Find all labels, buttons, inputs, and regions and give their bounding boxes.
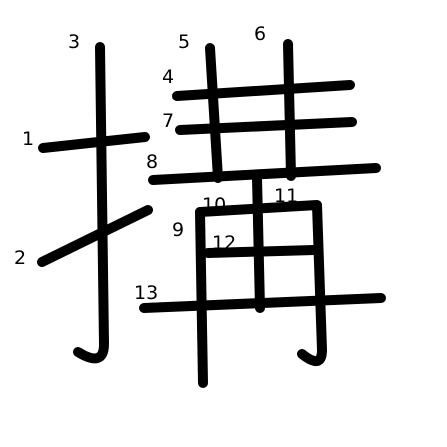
stroke-13 (139, 293, 386, 313)
stroke-9 (195, 207, 208, 388)
stroke-10-11 (195, 200, 327, 366)
stroke-inner-horizontal (203, 245, 319, 258)
stroke-6 (283, 39, 296, 181)
stroke-number-1: 1 (22, 128, 34, 150)
stroke-2 (37, 205, 153, 267)
stroke-number-11: 11 (274, 185, 298, 207)
stroke-1 (38, 132, 150, 153)
stroke-number-8: 8 (146, 151, 158, 173)
stroke-12 (252, 173, 265, 313)
stroke-number-10: 10 (202, 194, 226, 216)
stroke-number-3: 3 (68, 31, 80, 53)
character-strokes (37, 39, 386, 388)
stroke-number-7: 7 (162, 110, 174, 132)
stroke-number-6: 6 (254, 23, 266, 45)
stroke-number-labels: 1 2 3 4 5 6 7 8 9 10 11 12 13 (14, 23, 298, 304)
stroke-7 (175, 117, 357, 135)
stroke-number-12: 12 (212, 232, 236, 254)
stroke-3 (73, 42, 109, 364)
stroke-5 (205, 43, 223, 183)
stroke-number-2: 2 (14, 247, 26, 269)
stroke-number-13: 13 (134, 282, 158, 304)
stroke-number-9: 9 (172, 219, 184, 241)
stroke-number-5: 5 (178, 31, 190, 53)
stroke-4 (172, 80, 355, 101)
stroke-number-4: 4 (162, 66, 174, 88)
stroke-8 (148, 163, 381, 185)
